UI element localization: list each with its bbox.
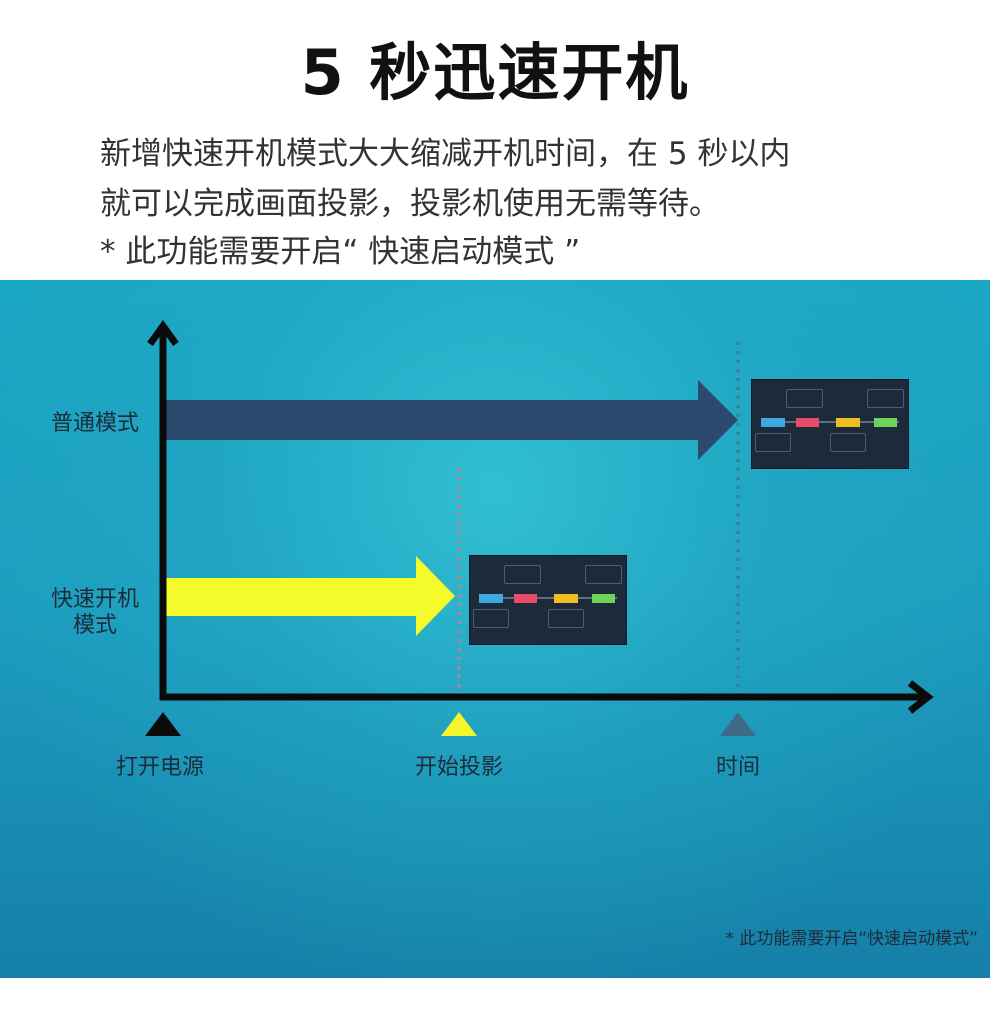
- projected-screen-icon: [751, 379, 909, 469]
- normal-mode-arrow: [165, 380, 738, 460]
- power-on-marker-icon: [145, 712, 181, 736]
- page-title: 5 秒迅速开机: [0, 22, 990, 112]
- bottom-strip: [0, 978, 990, 1010]
- fast-mode-arrow: [165, 556, 455, 636]
- marker-label-time: 时间: [716, 755, 760, 780]
- banner-footnote: * 此功能需要开启“快速启动模式”: [725, 924, 978, 949]
- description-note: * 此功能需要开启“ 快速启动模式 ”: [100, 226, 920, 271]
- row-label-fast-mode-line-1: 快速开机: [51, 587, 139, 612]
- time-marker-icon: [720, 712, 756, 736]
- header: 5 秒迅速开机 新增快速开机模式大大缩减开机时间，在 5 秒以内 就可以完成画面…: [0, 0, 990, 280]
- marker-label-power-on: 打开电源: [116, 755, 204, 780]
- startup-timeline-diagram: 普通模式 快速开机 模式 打开电源 开始投影 时间: [0, 280, 990, 978]
- description-line-1: 新增快速开机模式大大缩减开机时间，在 5 秒以内: [100, 128, 920, 173]
- row-label-normal-mode: 普通模式: [51, 411, 139, 436]
- row-label-fast-mode-line-2: 模式: [73, 613, 117, 638]
- description-line-2: 就可以完成画面投影，投影机使用无需等待。: [100, 178, 920, 223]
- projected-screen-icon: [469, 555, 627, 645]
- marker-label-start-projection: 开始投影: [415, 755, 503, 780]
- projection-marker-icon: [441, 712, 477, 736]
